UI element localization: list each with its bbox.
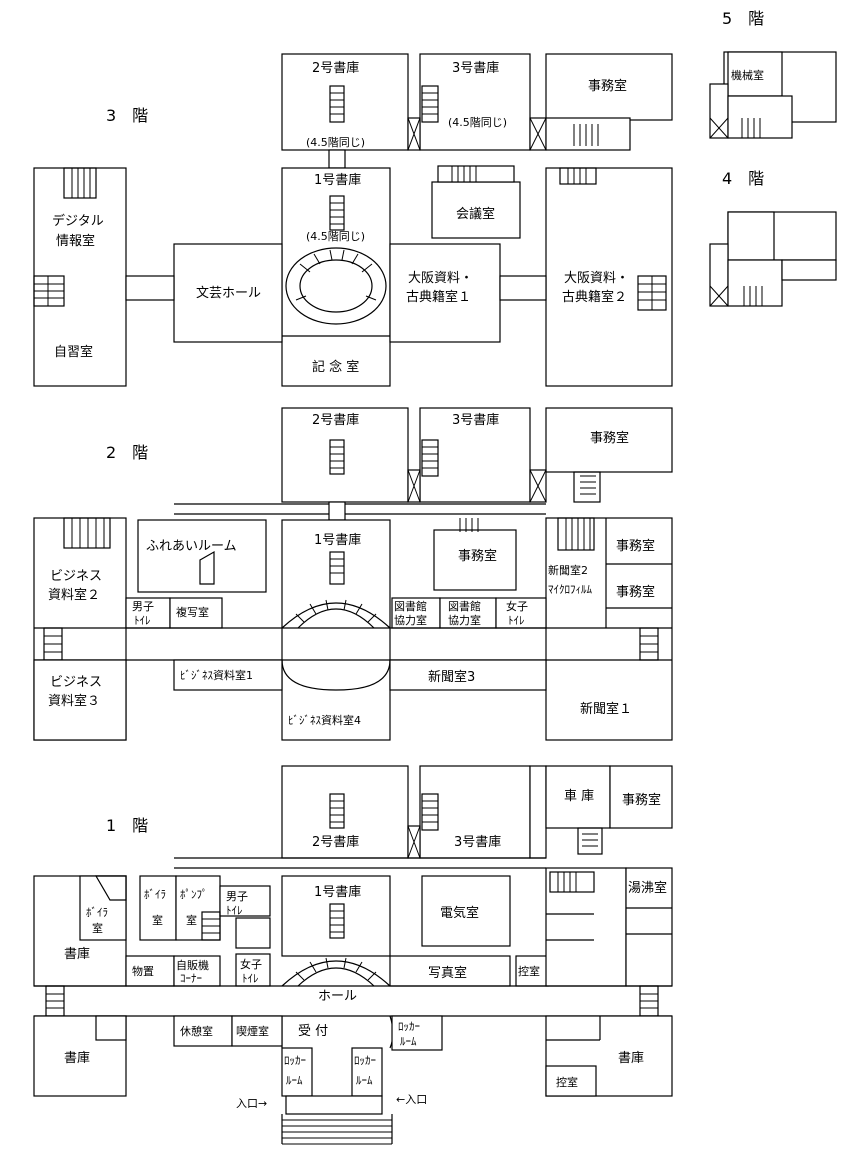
floor-label-1: 1 階 <box>106 816 148 835</box>
room-libcoop-2-line1: 図書館 <box>448 599 481 613</box>
room-pump-line1: ﾎﾟﾝﾌﾟ <box>180 888 208 901</box>
room-f3-stack2: 2号書庫 <box>312 61 359 76</box>
entrance-left: 入口→ <box>236 1097 267 1110</box>
room-biz-2-line2: 資料室２ <box>48 587 100 603</box>
room-locker-a-line1: ﾛｯｶｰ <box>284 1054 306 1067</box>
room-f2-office-r2: 事務室 <box>616 584 655 600</box>
room-biz-3-line2: 資料室３ <box>48 693 100 709</box>
room-osaka-2-line2: 古典籍室２ <box>562 289 627 305</box>
floor-1-plan: 2号書庫 3号書庫 車 庫 事務室 ﾎﾞｲﾗ 室 書庫 ﾎﾞｲﾗ 室 ﾎﾟﾝﾌﾟ… <box>33 765 673 1145</box>
room-f2-office-mid: 事務室 <box>458 548 497 564</box>
room-biz-1: ﾋﾞｼﾞﾈｽ資料室1 <box>180 668 253 682</box>
room-f2-stack2: 2号書庫 <box>312 413 359 428</box>
room-digital-line2: 情報室 <box>56 233 95 249</box>
room-f1-men-line1: 男子 <box>226 890 248 903</box>
room-boiler-a-line1: ﾎﾞｲﾗ <box>86 906 108 919</box>
room-biz-2-line1: ビジネス <box>50 569 102 584</box>
room-self-study: 自習室 <box>54 344 93 360</box>
floor-label-4: 4 階 <box>722 169 764 188</box>
room-f1-stack-bottom-left: 書庫 <box>64 1051 90 1066</box>
room-photo: 写真室 <box>428 965 467 981</box>
room-pump-line2: 室 <box>186 913 197 927</box>
room-f1-stack2: 2号書庫 <box>312 835 359 850</box>
floor-label-5: 5 階 <box>722 9 764 28</box>
room-locker-r-line2: ﾙｰﾑ <box>400 1035 417 1048</box>
floor-2-plan: 2号書庫 3号書庫 事務室 ふれあいルーム 1号書庫 事務室 新聞室2 ﾏｲｸﾛ… <box>33 407 673 741</box>
room-garage: 車 庫 <box>564 789 594 804</box>
room-f2-stack3: 3号書庫 <box>452 413 499 428</box>
room-locker-b-line2: ﾙｰﾑ <box>356 1074 373 1087</box>
note-same-4-5-b: (4.5階同じ) <box>448 115 507 129</box>
room-f1-men-line2: ﾄｲﾚ <box>226 904 243 917</box>
room-memorial: 記 念 室 <box>312 359 359 375</box>
room-osaka-1-line2: 古典籍室１ <box>406 289 471 305</box>
room-fureai: ふれあいルーム <box>146 539 237 554</box>
room-vending-line2: ｺｰﾅｰ <box>180 972 202 985</box>
room-copy: 複写室 <box>176 605 209 619</box>
room-newspaper-3: 新聞室3 <box>428 669 475 685</box>
room-f1-waiting: 控室 <box>518 964 540 978</box>
room-f1-stack1: 1号書庫 <box>314 885 361 900</box>
room-f3-stack1: 1号書庫 <box>314 173 361 188</box>
room-locker-b-line1: ﾛｯｶｰ <box>354 1054 376 1067</box>
room-f2-office-r1: 事務室 <box>616 538 655 554</box>
room-locker-a-line2: ﾙｰﾑ <box>286 1074 303 1087</box>
floor-label-2: 2 階 <box>106 443 148 462</box>
room-literary-hall: 文芸ホール <box>196 285 261 301</box>
room-boiler-b-line1: ﾎﾞｲﾗ <box>144 888 166 901</box>
room-f2-women-line1: 女子 <box>506 599 528 613</box>
room-osaka-1-line1: 大阪資料・ <box>408 271 473 286</box>
room-newspaper-2-line2: ﾏｲｸﾛﾌｨﾙﾑ <box>548 583 592 596</box>
room-f2-office-top: 事務室 <box>590 430 629 446</box>
floor-3-plan: 2号書庫 3号書庫 事務室 (4.5階同じ) (4.5階同じ) 1号書庫 (4.… <box>33 53 673 387</box>
floor-label-3: 3 階 <box>106 106 148 125</box>
room-boiler-b-line2: 室 <box>152 913 163 927</box>
room-f1-women-line2: ﾄｲﾚ <box>242 972 259 985</box>
room-f2-men-line2: ﾄｲﾚ <box>134 614 151 627</box>
room-libcoop-1-line1: 図書館 <box>394 599 427 613</box>
room-f3-office: 事務室 <box>588 78 627 94</box>
room-osaka-2-line1: 大阪資料・ <box>564 271 629 286</box>
floor-5-plan: 機械室 <box>709 51 837 139</box>
room-machine: 機械室 <box>731 68 764 82</box>
room-biz-3-line1: ビジネス <box>50 675 102 690</box>
note-same-4-5-a: (4.5階同じ) <box>306 135 365 149</box>
room-f1-stack-left: 書庫 <box>64 947 90 962</box>
room-f2-women-line2: ﾄｲﾚ <box>508 614 525 627</box>
room-newspaper-1: 新聞室１ <box>580 701 632 717</box>
room-hall: ホール <box>318 989 357 1004</box>
room-f2-stack1: 1号書庫 <box>314 533 361 548</box>
entrance-right: ←入口 <box>396 1093 427 1106</box>
room-lounge: 休憩室 <box>180 1024 213 1038</box>
note-same-4-5-c: (4.5階同じ) <box>306 229 365 243</box>
room-electrical: 電気室 <box>440 905 479 921</box>
room-kettle: 湯沸室 <box>628 880 667 896</box>
room-f3-stack3: 3号書庫 <box>452 61 499 76</box>
room-libcoop-2-line2: 協力室 <box>448 613 481 627</box>
room-vending-line1: 自販機 <box>176 958 209 972</box>
room-f1-stack-bottom-right: 書庫 <box>618 1051 644 1066</box>
room-f1-office: 事務室 <box>622 792 661 808</box>
room-reception: 受 付 <box>298 1024 328 1039</box>
room-newspaper-2-line1: 新聞室2 <box>548 563 588 577</box>
room-biz-4: ﾋﾞｼﾞﾈｽ資料室4 <box>288 713 361 727</box>
room-storage: 物置 <box>132 964 154 978</box>
floor-4-plan <box>709 211 837 307</box>
room-f1-women-line1: 女子 <box>240 957 262 971</box>
room-boiler-a-line2: 室 <box>92 921 103 935</box>
room-meeting: 会議室 <box>456 206 495 222</box>
room-smoking: 喫煙室 <box>236 1024 269 1038</box>
room-f1-stack3: 3号書庫 <box>454 835 501 850</box>
room-locker-r-line1: ﾛｯｶｰ <box>398 1020 420 1033</box>
room-libcoop-1-line2: 協力室 <box>394 613 427 627</box>
room-f2-men-line1: 男子 <box>132 600 154 613</box>
room-digital-line1: デジタル <box>52 213 104 229</box>
room-f1-waiting-b: 控室 <box>556 1075 578 1089</box>
